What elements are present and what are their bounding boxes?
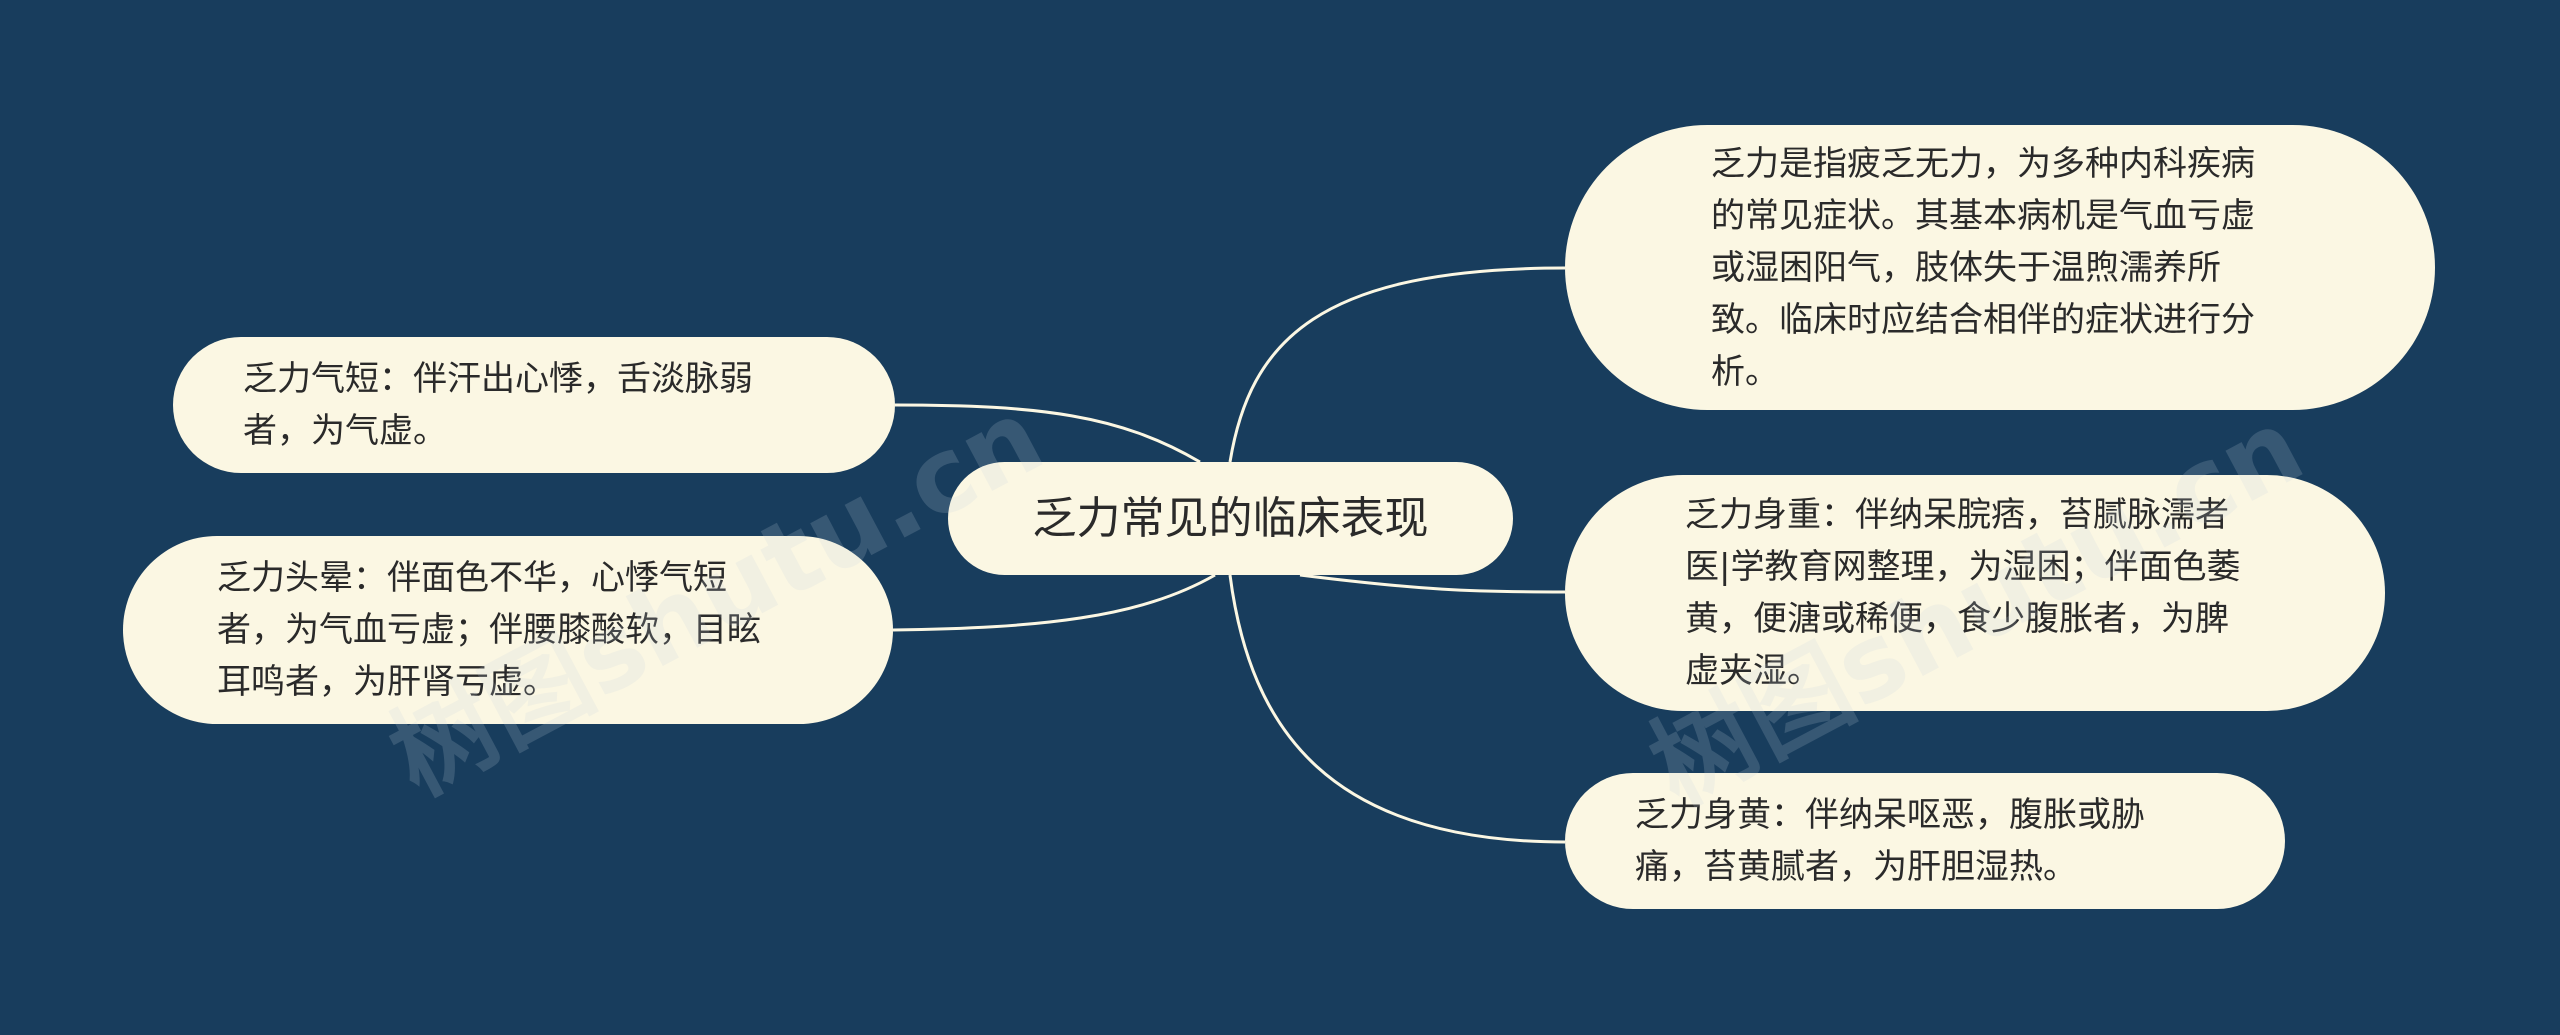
branch-fatigue-shortness-of-breath-text: 乏力气短：伴汗出心悸，舌淡脉弱者，为气虚。 xyxy=(243,359,753,451)
connector-central-to-r3 xyxy=(1228,574,1566,844)
branch-fatigue-jaundice-text: 乏力身黄：伴纳呆呕恶，腹胀或胁痛，苔黄腻者，为肝胆湿热。 xyxy=(1635,795,2145,887)
branch-fatigue-heavy-body-text: 乏力身重：伴纳呆脘痞，苔腻脉濡者医|学教育网整理，为湿困；伴面色萎黄，便溏或稀便… xyxy=(1685,495,2241,691)
branch-fatigue-jaundice[interactable]: 乏力身黄：伴纳呆呕恶，腹胀或胁痛，苔黄腻者，为肝胆湿热。 xyxy=(1565,773,2285,909)
central-topic[interactable]: 乏力常见的临床表现 xyxy=(948,462,1513,575)
branch-fatigue-dizziness-text: 乏力头晕：伴面色不华，心悸气短者，为气血亏虚；伴腰膝酸软，目眩耳鸣者，为肝肾亏虚… xyxy=(217,558,761,702)
branch-definition[interactable]: 乏力是指疲乏无力，为多种内科疾病的常见症状。其基本病机是气血亏虚或湿困阳气，肢体… xyxy=(1565,125,2435,410)
connector-central-to-r2 xyxy=(1299,573,1566,594)
central-topic-label: 乏力常见的临床表现 xyxy=(1032,492,1429,544)
connector-central-to-l2 xyxy=(892,573,1216,632)
branch-fatigue-dizziness[interactable]: 乏力头晕：伴面色不华，心悸气短者，为气血亏虚；伴腰膝酸软，目眩耳鸣者，为肝肾亏虚… xyxy=(123,536,893,724)
branch-fatigue-shortness-of-breath[interactable]: 乏力气短：伴汗出心悸，舌淡脉弱者，为气虚。 xyxy=(173,337,895,473)
connector-central-to-l1 xyxy=(894,403,1201,464)
branch-fatigue-heavy-body[interactable]: 乏力身重：伴纳呆脘痞，苔腻脉濡者医|学教育网整理，为湿困；伴面色萎黄，便溏或稀便… xyxy=(1565,475,2385,711)
connector-central-to-r1 xyxy=(1228,266,1566,463)
branch-definition-text: 乏力是指疲乏无力，为多种内科疾病的常见症状。其基本病机是气血亏虚或湿困阳气，肢体… xyxy=(1711,143,2255,392)
